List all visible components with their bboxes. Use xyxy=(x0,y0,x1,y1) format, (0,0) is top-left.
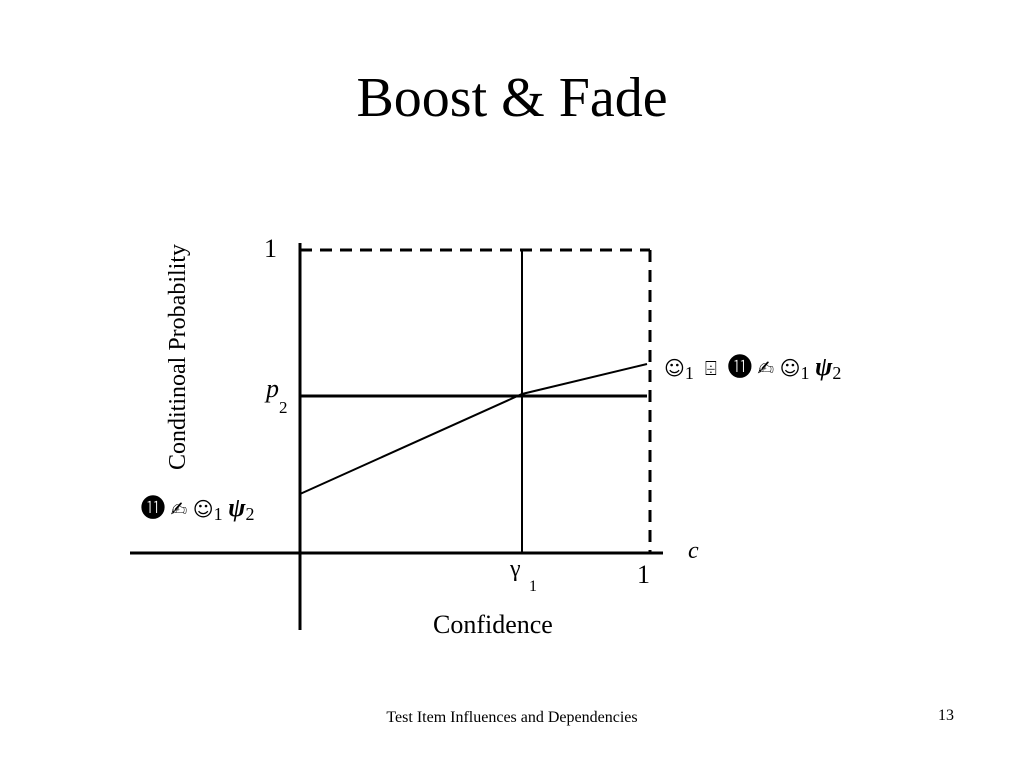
formula-glyph-f: ψ xyxy=(814,352,833,381)
formula-sub-a: 1 xyxy=(684,363,694,383)
slide-title: Boost & Fade xyxy=(356,67,668,129)
y-axis-title: Conditinoal Probability xyxy=(165,244,191,470)
x-variable-label: c xyxy=(688,538,699,564)
fade-glyph-c: ⓫ xyxy=(141,494,165,522)
boost-fade-line xyxy=(299,363,648,495)
p-subscript: 2 xyxy=(279,398,288,417)
formula-sub-f: 2 xyxy=(832,363,842,383)
formula-glyph-e: ☺ xyxy=(779,356,801,380)
p-label: p xyxy=(266,374,279,403)
fade-glyph-e: ☺ xyxy=(192,497,214,521)
x-tick-label-one: 1 xyxy=(637,560,650,589)
slide-footer: Test Item Influences and Dependencies xyxy=(386,709,638,726)
fade-sub-e: 1 xyxy=(213,504,223,524)
page-number: 13 xyxy=(938,707,954,724)
y-tick-label-one: 1 xyxy=(264,234,277,263)
gamma-subscript: 1 xyxy=(529,578,537,595)
formula-glyph-a: ☺ xyxy=(664,356,685,380)
fade-glyph-d: ✍ xyxy=(170,497,188,521)
x-axis-title: Confidence xyxy=(433,610,553,639)
fade-glyph-f: ψ xyxy=(228,493,246,522)
formula-glyph-c: ⓫ xyxy=(727,353,752,381)
gamma-label: γ xyxy=(510,556,521,582)
formula-glyph-d: ✍ xyxy=(757,356,775,380)
fade-sub-f: 2 xyxy=(245,504,255,524)
fade-formula: ⓫ ✍ ☺1 ψ2 xyxy=(141,488,255,525)
boost-formula: ☺1 ⌹ ⓫ ✍ ☺1 ψ2 xyxy=(664,347,841,384)
formula-glyph-b: ⌹ xyxy=(704,356,717,380)
formula-sub-e: 1 xyxy=(800,363,810,383)
